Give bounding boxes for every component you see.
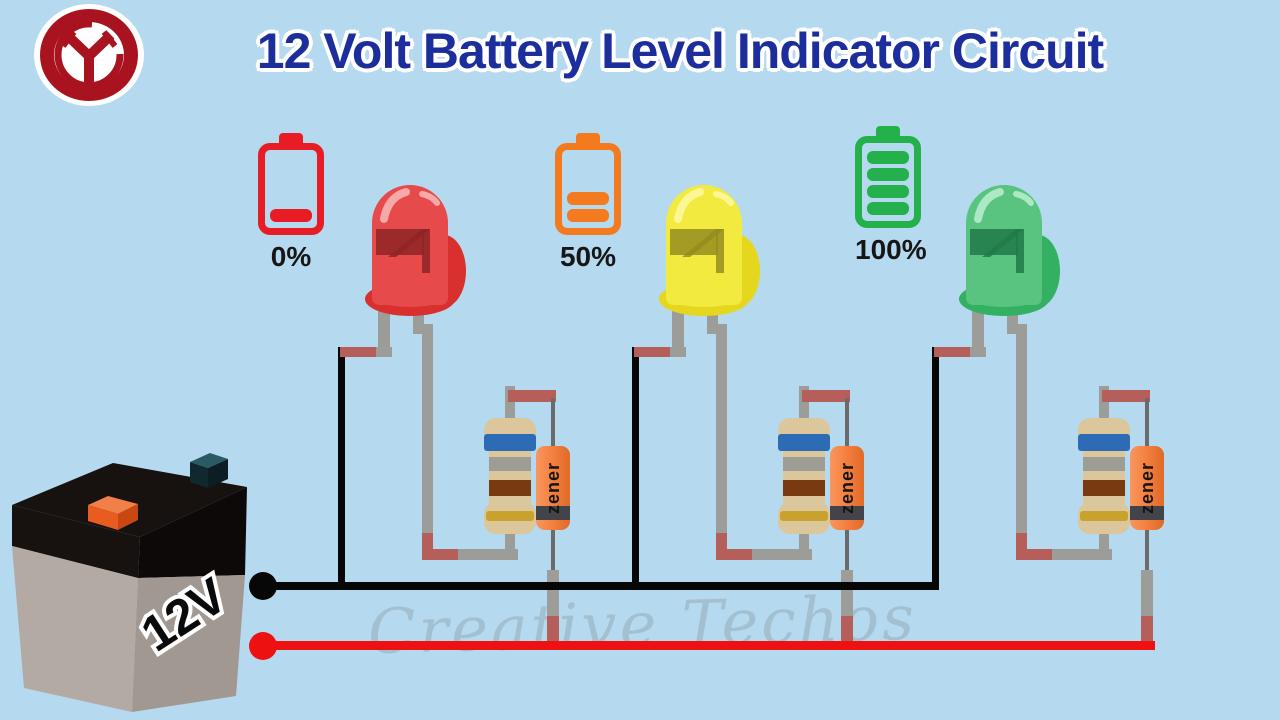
resistor-band: [783, 457, 825, 471]
resistor-lead: [1099, 520, 1109, 554]
wire-segment: [752, 549, 812, 560]
wire-segment: [1141, 570, 1153, 624]
resistor-lead: [799, 386, 809, 422]
resistor-band: [486, 511, 534, 521]
zener-lead: [1145, 528, 1149, 576]
resistor-band: [484, 434, 536, 451]
resistor-band: [783, 480, 825, 496]
zener-lead: [845, 528, 849, 576]
led-anode-leg: [1007, 308, 1018, 334]
wire-joint: [716, 533, 727, 560]
led-green: [959, 185, 1060, 316]
negative-terminal-node: [249, 572, 277, 600]
zener-lead: [1145, 398, 1149, 450]
battery-bar: [567, 192, 609, 205]
wire-joint: [716, 549, 758, 560]
wire-segment: [1052, 549, 1112, 560]
negative-branch-wire: [632, 347, 639, 590]
battery-icon-cap: [279, 133, 303, 143]
battery-icon-cap: [576, 133, 600, 143]
zener-diode: [536, 446, 570, 530]
resistor: [484, 418, 536, 534]
zener-cathode-band: [830, 506, 864, 520]
led-red: [365, 185, 466, 316]
resistor-lead: [505, 520, 515, 554]
resistor-band: [1080, 511, 1128, 521]
positive-rail: [258, 641, 1155, 650]
source-battery-12v: 12V: [12, 453, 247, 712]
zener-label: zener: [1137, 461, 1157, 515]
page-title: 12 Volt Battery Level Indicator Circuit: [256, 23, 1104, 79]
led-cathode-leg: [672, 308, 684, 357]
resistor-band: [1083, 457, 1125, 471]
battery-bar: [270, 209, 312, 222]
led-cathode-leg: [972, 308, 984, 357]
resistor-band: [489, 480, 531, 496]
battery-bar: [867, 202, 909, 215]
wire-joint: [934, 347, 970, 357]
battery-bar: [867, 185, 909, 198]
battery-percent-label: 0%: [270, 241, 312, 272]
indicator-section-yellow: zener: [632, 0, 872, 720]
battery-level-icon-0: 0%: [258, 133, 324, 273]
led-yellow: [659, 185, 760, 316]
resistor-band: [489, 457, 531, 471]
zener-cathode-band: [536, 506, 570, 520]
battery-level-icon-50: 50%: [555, 133, 621, 273]
led-cathode-leg: [378, 308, 390, 357]
battery-bar: [867, 151, 909, 164]
wire-joint: [1016, 549, 1058, 560]
resistor-lead: [505, 386, 515, 422]
resistor: [1078, 418, 1130, 534]
zener-diode: [830, 446, 864, 530]
battery-percent-label: 100%: [855, 234, 927, 265]
battery-percent-label: 50%: [559, 241, 617, 272]
indicator-section-green: zener: [932, 0, 1172, 720]
battery-negative-terminal: [190, 453, 228, 488]
zener-lead: [845, 398, 849, 450]
zener-label: zener: [543, 461, 563, 515]
resistor-band: [1083, 480, 1125, 496]
wire-joint: [634, 347, 670, 357]
wire-joint: [802, 390, 850, 402]
wire-joint: [340, 347, 376, 357]
wire-joint: [508, 390, 556, 402]
resistor-lead: [1099, 386, 1109, 422]
battery-icon-body: [258, 143, 324, 235]
wire-joint: [1102, 390, 1150, 402]
battery-level-icon-100: 100%: [855, 126, 927, 266]
zener-diode: [1130, 446, 1164, 530]
negative-rail: [258, 582, 938, 590]
positive-terminal-node: [249, 632, 277, 660]
battery-bar: [867, 168, 909, 181]
resistor-band: [780, 511, 828, 521]
led-anode-leg: [413, 308, 424, 334]
resistor: [778, 418, 830, 534]
wire-segment: [1016, 324, 1027, 545]
wire-segment: [458, 549, 518, 560]
resistor-band: [1078, 434, 1130, 451]
battery-positive-terminal: [88, 496, 138, 530]
wire-segment: [422, 324, 433, 545]
zener-lead: [551, 528, 555, 576]
resistor-band: [778, 434, 830, 451]
battery-icon-cap: [876, 126, 900, 136]
negative-branch-wire: [932, 347, 939, 590]
wire-joint: [422, 549, 464, 560]
battery-bar: [567, 209, 609, 222]
indicator-section-red: zener: [338, 0, 578, 720]
resistor-lead: [799, 520, 809, 554]
creative-techos-logo-icon: [34, 4, 144, 106]
battery-icon-body: [555, 143, 621, 235]
negative-branch-wire: [338, 347, 345, 590]
zener-label: zener: [837, 461, 857, 515]
wire-joint: [1016, 533, 1027, 560]
battery-icon-body: [855, 136, 921, 228]
led-anode-leg: [707, 308, 718, 334]
wire-segment: [716, 324, 727, 545]
zener-lead: [551, 398, 555, 450]
zener-cathode-band: [1130, 506, 1164, 520]
wire-joint: [422, 533, 433, 560]
